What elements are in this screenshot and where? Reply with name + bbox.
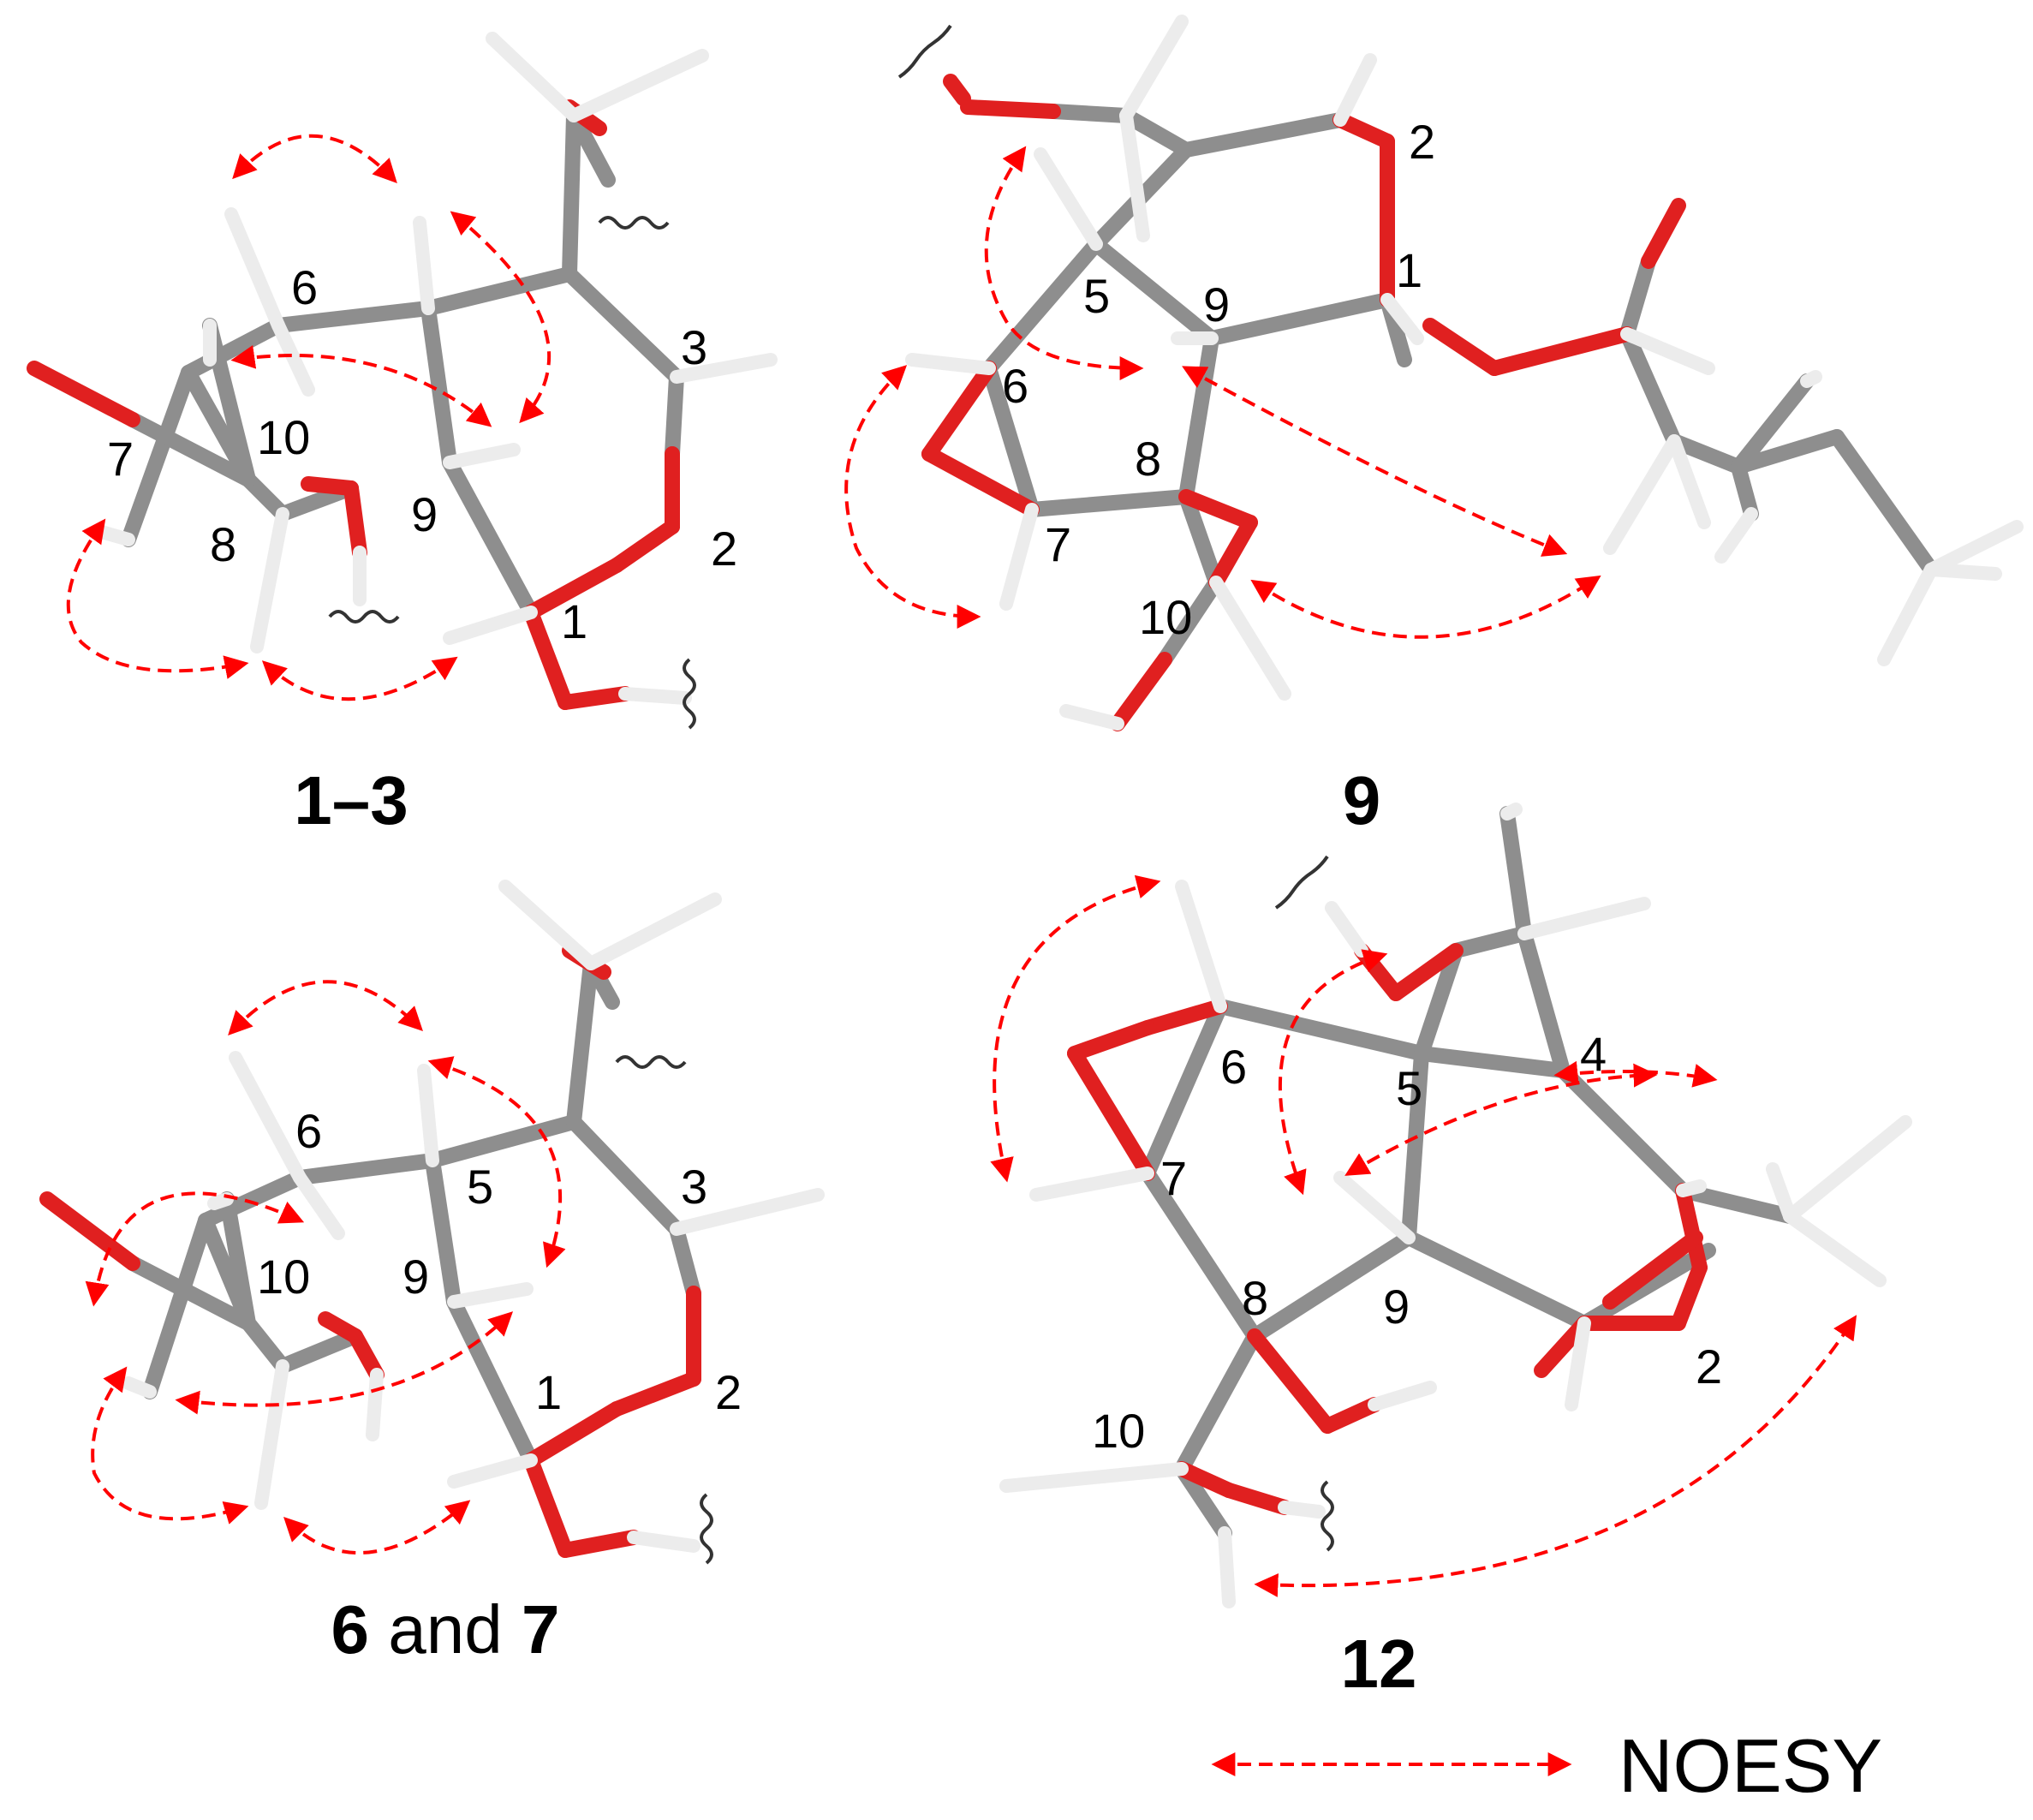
atom-number: 3 xyxy=(681,1160,707,1214)
noesy-correlations-6-and-7 xyxy=(85,980,566,1554)
molecule-9: 2 1 5 9 6 8 7 10 xyxy=(897,15,2024,731)
legend: NOESY xyxy=(1211,1723,1882,1808)
atom-number: 5 xyxy=(1083,269,1110,323)
atom-number: 9 xyxy=(1203,277,1230,331)
atom-number: 6 xyxy=(1220,1040,1247,1094)
atom-number: 2 xyxy=(711,522,737,576)
atom-number: 1 xyxy=(535,1365,562,1419)
compound-label-12: 12 xyxy=(1341,1626,1417,1702)
atom-number: 5 xyxy=(1396,1061,1422,1115)
molecule-1-3: 6 7 10 8 9 3 2 1 xyxy=(27,32,778,730)
panel-compound-9: 2 1 5 9 6 8 7 10 9 xyxy=(844,15,2024,838)
panel-compound-12: 6 4 5 7 8 9 2 10 12 xyxy=(990,803,1912,1702)
noesy-correlations-9 xyxy=(844,146,1601,639)
atom-number: 8 xyxy=(1135,432,1161,486)
atom-number: 8 xyxy=(1242,1271,1268,1325)
atom-number: 9 xyxy=(1383,1280,1410,1334)
atom-number: 1 xyxy=(1396,243,1422,297)
atom-number: 2 xyxy=(1696,1340,1722,1393)
compound-label-1-3: 1–3 xyxy=(294,762,408,838)
atom-number: 10 xyxy=(1139,590,1192,644)
atom-number: 7 xyxy=(1045,517,1071,571)
atom-number: 7 xyxy=(107,432,134,486)
noesy-correlations-12 xyxy=(990,874,1857,1597)
atom-number: 5 xyxy=(467,1160,493,1214)
atom-number: 2 xyxy=(715,1365,742,1419)
atom-number: 9 xyxy=(411,487,438,541)
atom-number: 3 xyxy=(681,320,707,374)
molecule-6-and-7: 6 5 3 10 9 1 2 xyxy=(39,880,825,1565)
panel-compound-1-3: 6 7 10 8 9 3 2 1 1–3 xyxy=(27,32,778,838)
compound-label-6-and-7: 6 and 7 xyxy=(331,1591,560,1668)
noesy-correlations-1-3 xyxy=(66,134,551,701)
atom-number: 6 xyxy=(295,1104,322,1158)
atom-number: 8 xyxy=(210,517,236,571)
atom-number: 1 xyxy=(561,594,587,648)
legend-label: NOESY xyxy=(1619,1723,1882,1808)
atom-number: 6 xyxy=(1002,359,1028,413)
atom-number: 10 xyxy=(257,410,310,464)
atom-number: 6 xyxy=(291,260,318,314)
atom-number: 10 xyxy=(257,1250,310,1304)
molecule-12: 6 4 5 7 8 9 2 10 xyxy=(999,803,1912,1608)
atom-number: 10 xyxy=(1092,1404,1145,1458)
panel-compound-6-and-7: 6 5 3 10 9 1 2 6 and 7 xyxy=(39,880,825,1668)
compound-label-9: 9 xyxy=(1343,762,1381,838)
atom-number: 9 xyxy=(402,1250,429,1304)
atom-number: 7 xyxy=(1160,1151,1187,1205)
atom-number: 2 xyxy=(1409,115,1435,169)
